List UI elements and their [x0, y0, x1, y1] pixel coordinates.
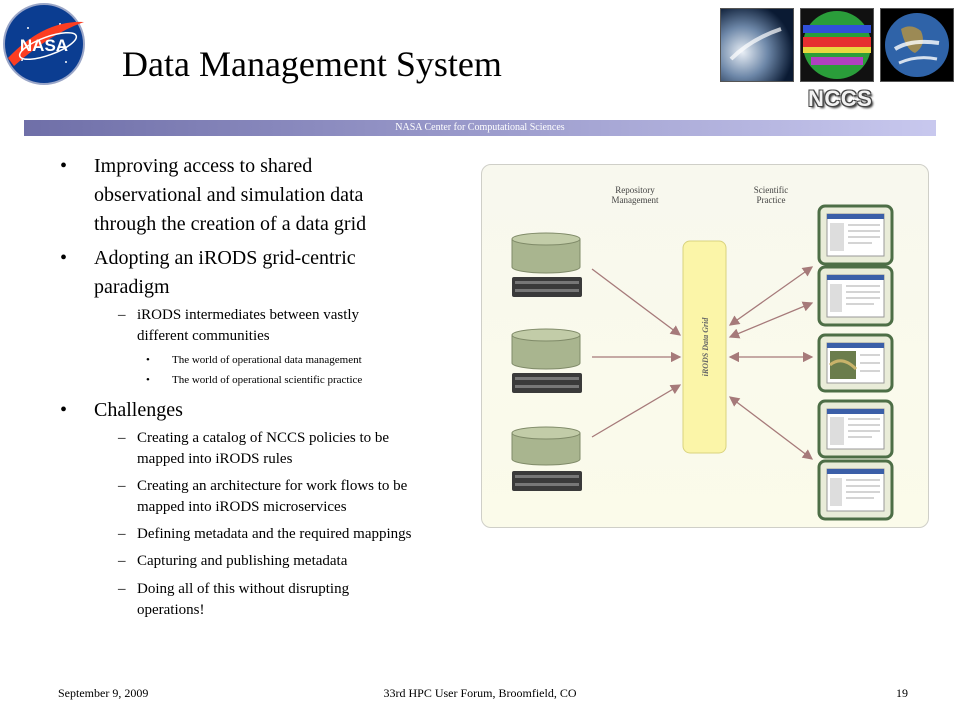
- banner-text: NASA Center for Computational Sciences: [395, 122, 565, 133]
- sub-irods-intermediates: iRODS intermediates between vastly diffe…: [137, 307, 360, 344]
- scientific-practice-label: Scientific Practice: [753, 185, 789, 205]
- diagram-graphics: iRODS Data Grid: [511, 204, 894, 521]
- arrow-grid-to-panel-1: [728, 266, 814, 326]
- nasa-logo-text: NASA: [20, 36, 68, 55]
- nasa-logo: NASA: [0, 0, 90, 90]
- dash-marker: –: [118, 553, 126, 569]
- storage-repository-1: [511, 232, 582, 297]
- irods-diagram: Repository Management Scientific Practic…: [481, 164, 929, 528]
- practice-panel-3: [817, 333, 894, 393]
- bullet-challenges: Challenges: [94, 399, 183, 421]
- footer-date: September 9, 2009: [58, 686, 149, 700]
- bullet-marker: •: [60, 247, 68, 269]
- item-operational-data: The world of operational data management: [172, 354, 362, 366]
- dash-marker: –: [118, 581, 126, 597]
- irods-data-grid-label: iRODS Data Grid: [701, 317, 710, 377]
- storage-repository-2: [511, 328, 582, 393]
- irods-data-grid-bar: [682, 240, 727, 454]
- storage-repository-3: [511, 426, 582, 491]
- item-scientific-practice: The world of operational scientific prac…: [172, 374, 363, 386]
- challenge-publishing: Capturing and publishing metadata: [137, 553, 348, 569]
- footer-event: 33rd HPC User Forum, Broomfield, CO: [383, 686, 577, 700]
- dash-marker: –: [118, 430, 126, 446]
- arrow-repo3-to-grid: [591, 384, 682, 438]
- practice-panel-1: [817, 204, 894, 266]
- dash-marker: –: [118, 307, 126, 323]
- bullet-adopting-irods: Adopting an iRODS grid-centric paradigm: [94, 247, 356, 298]
- header-banner: NASA Center for Computational Sciences: [24, 120, 936, 136]
- arrow-repo1-to-grid: [591, 268, 682, 336]
- ocean-temperature-image: [800, 8, 874, 82]
- hurricane-image: [720, 8, 794, 82]
- small-bullet-marker: •: [146, 354, 150, 366]
- footer-page-number: 19: [896, 686, 908, 700]
- earth-image: [880, 8, 954, 82]
- arrow-grid-to-panel-5: [728, 396, 814, 460]
- nccs-logo: NCCS: [808, 86, 873, 111]
- bullet-improving-access: Improving access to shared observational…: [94, 155, 367, 235]
- slide-title: Data Management System: [122, 44, 502, 84]
- small-bullet-marker: •: [146, 374, 150, 386]
- bullet-marker: •: [60, 155, 68, 177]
- practice-panel-4: [817, 399, 894, 459]
- bullet-marker: •: [60, 399, 68, 421]
- arrow-grid-to-panel-2: [728, 301, 814, 339]
- challenge-architecture: Creating an architecture for work flows …: [137, 478, 408, 515]
- dash-marker: –: [118, 526, 126, 542]
- challenge-catalog: Creating a catalog of NCCS policies to b…: [137, 430, 390, 467]
- challenge-metadata: Defining metadata and the required mappi…: [137, 526, 412, 542]
- dash-marker: –: [118, 478, 126, 494]
- practice-panel-2: [817, 265, 894, 327]
- challenge-operations: Doing all of this without disrupting ope…: [137, 581, 350, 618]
- repository-management-label: Repository Management: [611, 185, 659, 205]
- practice-panel-5: [817, 459, 894, 521]
